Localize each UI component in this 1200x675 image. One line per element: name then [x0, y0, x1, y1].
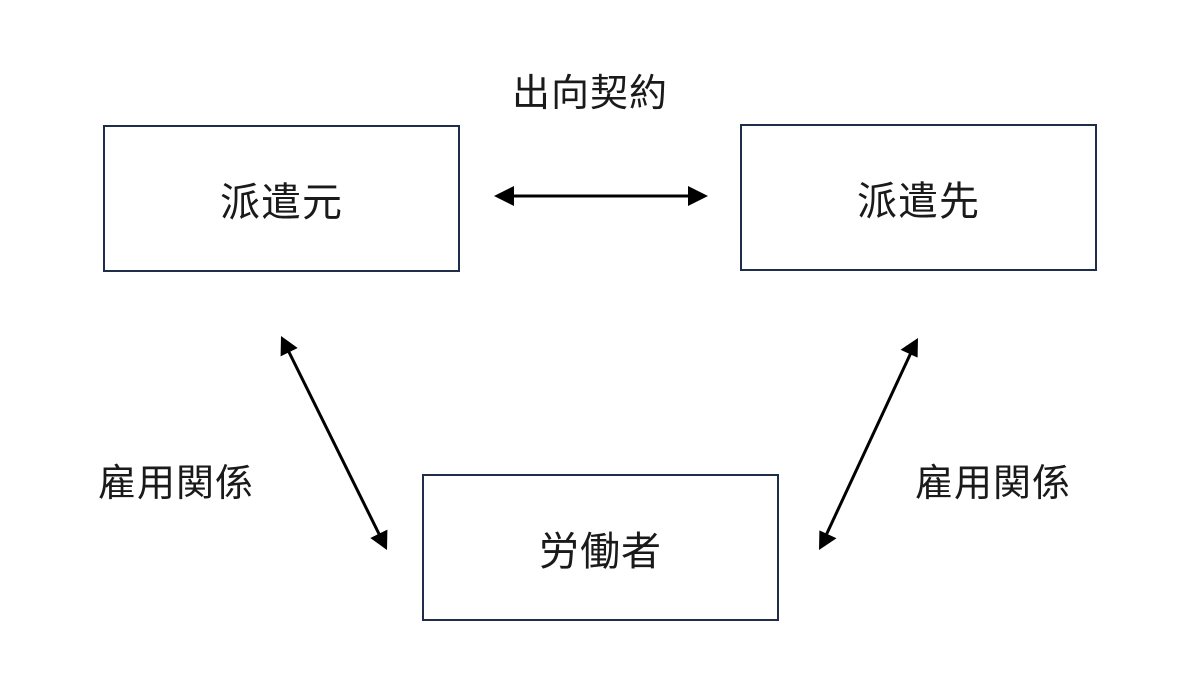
- employment-right-arrow: [820, 343, 917, 545]
- node-destination-label: 派遣先: [857, 178, 980, 225]
- node-destination: 派遣先: [740, 124, 1097, 271]
- node-worker-label: 労働者: [539, 528, 662, 575]
- employment-left-arrow: [282, 341, 386, 545]
- employment-right-arrow-head-bottom: [819, 530, 837, 550]
- node-source: 派遣元: [103, 125, 460, 272]
- node-source-label: 派遣元: [220, 179, 343, 226]
- employment-left-arrow-head-bottom: [370, 529, 388, 550]
- contract-arrow-head-right: [688, 186, 708, 206]
- employment-right-arrow-head-top: [900, 338, 918, 358]
- node-worker: 労働者: [422, 474, 779, 621]
- contract-label: 出向契約: [512, 71, 669, 115]
- employment-right-label: 雇用関係: [915, 461, 1072, 505]
- contract-arrow-head-left: [494, 186, 514, 206]
- employment-left-arrow-head-top: [280, 336, 298, 357]
- employment-left-label: 雇用関係: [98, 461, 255, 505]
